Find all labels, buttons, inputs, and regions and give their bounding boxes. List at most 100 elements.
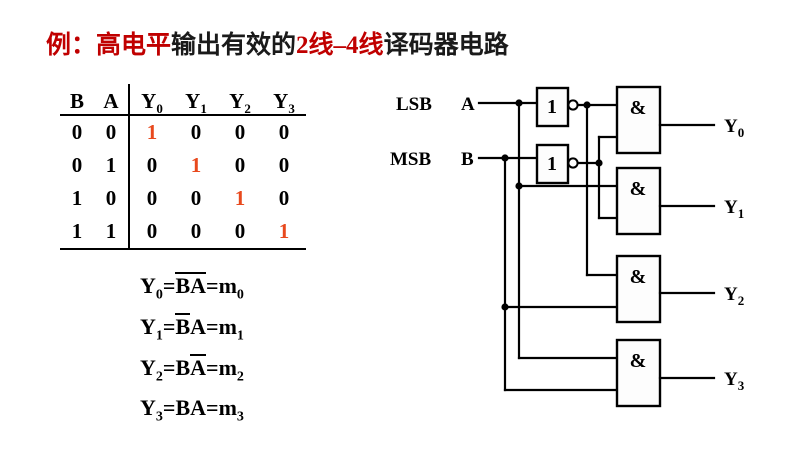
- cell-y3: 0: [278, 153, 290, 177]
- truth-table: B A Y0 Y1 Y2 Y3 0 0 1 0 0 0 0 1: [60, 84, 350, 250]
- table-header-row: B A Y0 Y1 Y2 Y3: [60, 84, 306, 117]
- junction-dot-b-gate3: [501, 303, 509, 311]
- title-segment-3: 输出有效的: [171, 32, 297, 59]
- title-segment-4: 2线–4线: [296, 32, 384, 59]
- equation-y2: Y2=BA=m2: [140, 354, 244, 395]
- output-label-y1: Y1: [724, 197, 744, 221]
- and-gate-y0[interactable]: [615, 85, 662, 155]
- cell-y1: 1: [190, 153, 202, 177]
- eq3-op1: =: [162, 395, 176, 420]
- cell-b: 1: [71, 186, 83, 210]
- eq2-op2: =: [206, 355, 219, 380]
- eq3-rhs: m: [218, 395, 237, 420]
- header-output-y3-base: Y: [273, 89, 289, 113]
- inversion-bubble-b: [567, 157, 579, 169]
- output-y1-base: Y: [724, 197, 738, 218]
- cell-y1: 0: [190, 186, 202, 210]
- page-title: 例：高电平输出有效的2线–4线译码器电路: [46, 25, 509, 61]
- title-segment-1: 例：: [46, 32, 97, 59]
- header-output-y0: Y0: [128, 84, 174, 115]
- cell-a: 0: [105, 186, 117, 210]
- junction-dot-a-gate2: [515, 182, 523, 190]
- eq3-lhs: Y: [140, 395, 156, 420]
- eq1-lhs-sub: 1: [155, 328, 163, 344]
- eq2-rhs: m: [218, 355, 237, 380]
- eq2-lhs-sub: 2: [155, 369, 163, 385]
- header-output-y0-base: Y: [141, 89, 157, 113]
- eq1-term-b: B: [175, 313, 191, 339]
- inverter-gate-b[interactable]: [535, 143, 570, 185]
- cell-y1: 0: [190, 120, 202, 144]
- header-output-y3: Y3: [262, 84, 306, 115]
- cell-y2: 0: [234, 120, 246, 144]
- eq0-lhs-sub: 0: [155, 287, 163, 303]
- eq3-term-a: A: [190, 395, 207, 420]
- cell-b: 0: [71, 120, 83, 144]
- eq2-op1: =: [162, 355, 176, 380]
- eq2-term-a: A: [190, 354, 207, 380]
- label-lsb: LSB: [396, 94, 432, 115]
- junction-dot-b-bus: [501, 154, 509, 162]
- table-row: 0 1 0 1 0 0: [60, 149, 306, 182]
- eq0-op2: =: [206, 273, 219, 298]
- cell-y0: 1: [128, 115, 174, 149]
- equation-y1: Y1=BA=m1: [140, 313, 244, 354]
- equation-y3: Y3=BA=m3: [140, 395, 244, 436]
- and-gate-y1[interactable]: [615, 166, 662, 236]
- and-gate-y3-symbol: &: [630, 350, 647, 372]
- eq0-rhs-sub: 0: [236, 287, 244, 303]
- cell-y3: 1: [278, 219, 290, 243]
- cell-a: 1: [105, 153, 117, 177]
- eq2-lhs: Y: [140, 355, 156, 380]
- inverter-b-symbol: 1: [547, 153, 557, 175]
- output-y3-sub: 3: [738, 378, 745, 393]
- eq3-rhs-sub: 3: [236, 409, 244, 425]
- equation-y0: Y0=BA=m0: [140, 272, 244, 313]
- output-y3-base: Y: [724, 369, 738, 390]
- eq3-op2: =: [206, 395, 219, 420]
- cell-y0: 0: [128, 149, 174, 182]
- junction-dot-abar-bus: [583, 101, 591, 109]
- eq1-op2: =: [206, 314, 219, 339]
- cell-y1: 0: [190, 219, 202, 243]
- label-input-b: B: [461, 149, 474, 170]
- output-y0-sub: 0: [738, 125, 745, 140]
- table-row: 1 0 0 0 1 0: [60, 182, 306, 215]
- header-output-y2-sub: 2: [244, 101, 251, 117]
- cell-y2: 0: [234, 153, 246, 177]
- table-row: 0 0 1 0 0 0: [60, 115, 306, 149]
- eq0-term-b: B: [175, 272, 191, 298]
- header-input-b: B: [69, 89, 84, 113]
- label-msb: MSB: [390, 149, 432, 170]
- cell-y2: 1: [234, 186, 246, 210]
- header-input-a: A: [103, 89, 119, 113]
- cell-b: 0: [71, 153, 83, 177]
- inverter-a-symbol: 1: [547, 96, 557, 118]
- output-y1-sub: 1: [738, 206, 745, 221]
- output-label-y0: Y0: [724, 116, 744, 140]
- and-gate-y2[interactable]: [615, 254, 662, 324]
- cell-y0: 0: [128, 182, 174, 215]
- label-input-a: A: [461, 94, 475, 115]
- eq1-term-a: A: [190, 314, 207, 339]
- inversion-bubble-a: [567, 99, 579, 111]
- eq2-term-b: B: [175, 355, 191, 380]
- eq0-op1: =: [162, 273, 176, 298]
- cell-y0: 0: [128, 215, 174, 248]
- cell-b: 1: [71, 219, 83, 243]
- eq1-rhs-sub: 1: [236, 328, 244, 344]
- output-y0-base: Y: [724, 116, 738, 137]
- table-row: 1 1 0 0 0 1: [60, 215, 306, 248]
- eq0-lhs: Y: [140, 273, 156, 298]
- cell-y3: 0: [278, 120, 290, 144]
- eq3-lhs-sub: 3: [155, 409, 163, 425]
- and-gate-y1-symbol: &: [630, 178, 647, 200]
- eq0-term-a: A: [190, 272, 207, 298]
- header-output-y2: Y2: [218, 84, 262, 117]
- and-gate-y3[interactable]: [615, 338, 662, 408]
- junction-dot-bbar-bus: [595, 159, 603, 167]
- cell-y3: 0: [278, 186, 290, 210]
- and-gate-y0-symbol: &: [630, 97, 647, 119]
- eq1-lhs: Y: [140, 314, 156, 339]
